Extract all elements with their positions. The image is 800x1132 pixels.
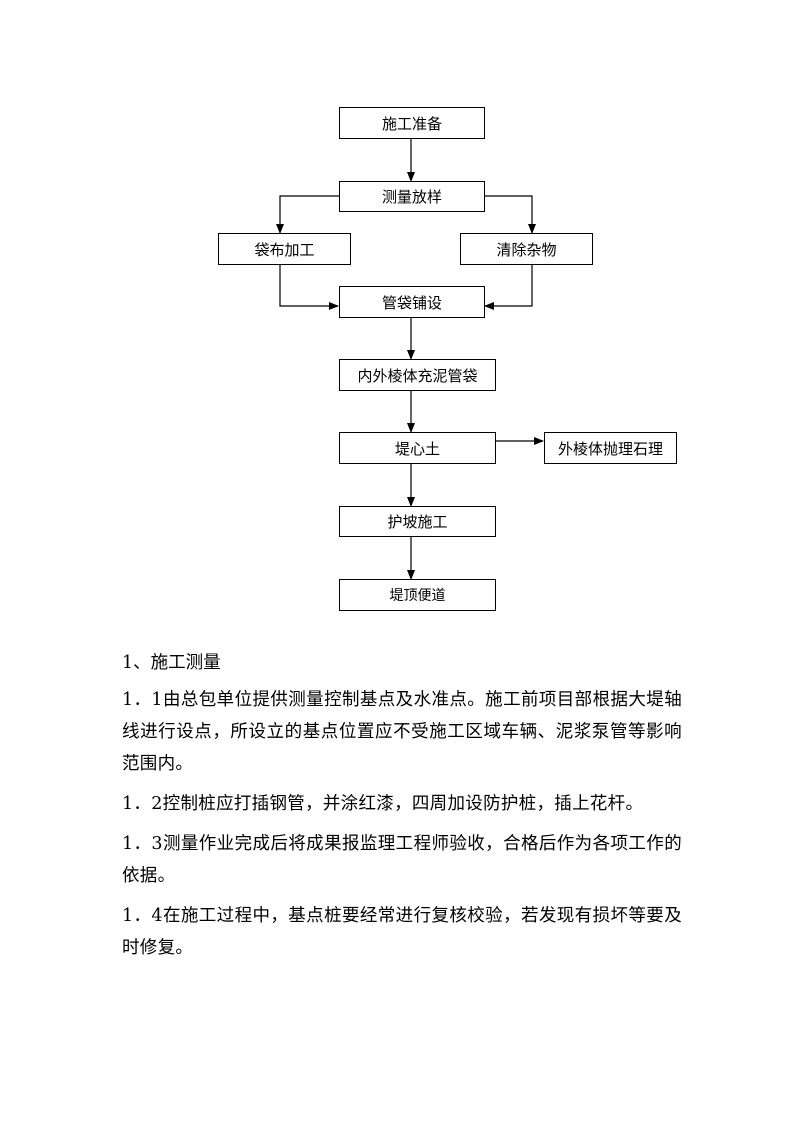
arrow-clearing-laying [484,264,533,310]
arrow-bagmaking-laying [279,264,339,310]
paragraph-1-2: 1．2控制桩应打插钢管，并涂红漆，四周加设防护桩，插上花杆。 [122,794,644,814]
arrow-survey-clearing [484,195,536,234]
flowchart-connectors [276,139,544,580]
paragraph-1-1: 1．1由总包单位提供测量控制基点及水准点。施工前项目部根据大堤轴线进行设点，所设… [122,690,682,774]
step-slope: 护坡施工 [339,506,496,537]
arrow-survey-bagmaking [276,195,339,234]
section-body: 1．1由总包单位提供测量控制基点及水准点。施工前项目部根据大堤轴线进行设点，所设… [122,684,682,964]
step-bag-laying: 管袋铺设 [339,286,485,318]
step-riprap: 外棱体抛理石理 [544,432,677,464]
section-heading: 1、施工测量 [122,653,221,673]
paragraph-1-4: 1．4在施工过程中，基点桩要经常进行复核校验，若发现有损坏等要及时修复。 [122,906,682,958]
step-bag-making: 袋布加工 [218,233,351,265]
step-survey: 测量放样 [339,181,485,212]
step-clearing: 清除杂物 [460,233,593,265]
step-prep: 施工准备 [339,107,485,139]
step-road: 堤顶便道 [339,579,496,611]
paragraph-1-3: 1．3测量作业完成后将成果报监理工程师验收，合格后作为各项工作的依据。 [122,834,682,886]
step-filling: 内外棱体充泥管袋 [339,359,496,391]
step-core-soil: 堤心土 [339,432,496,464]
